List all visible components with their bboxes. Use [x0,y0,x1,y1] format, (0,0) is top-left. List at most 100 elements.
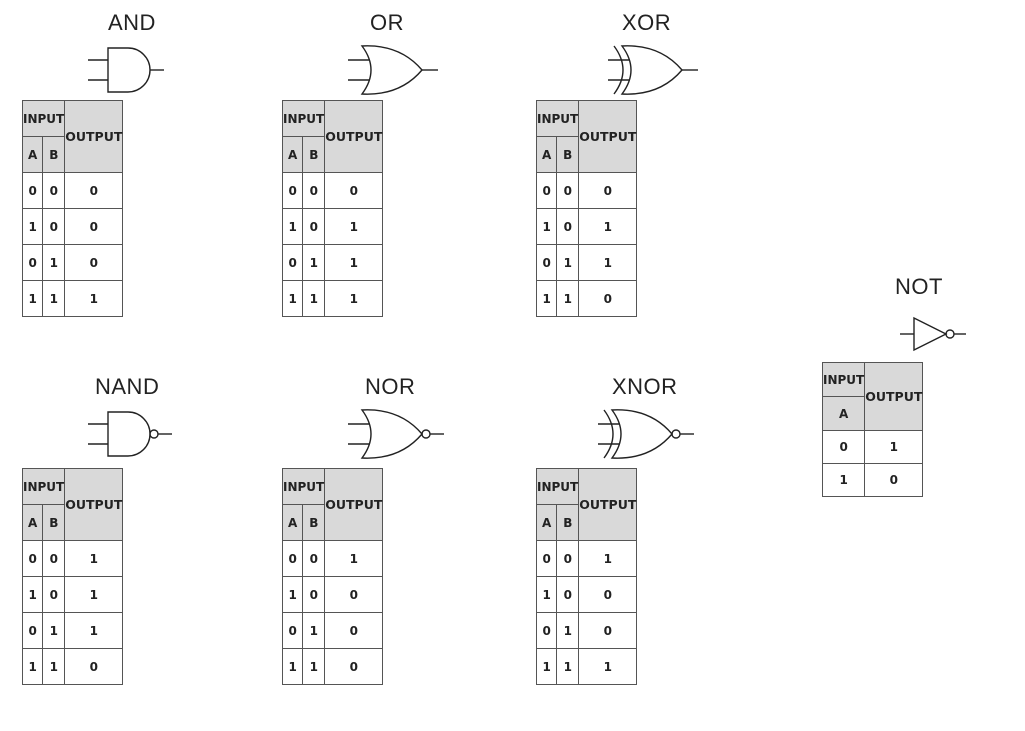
cell-a: 1 [281,280,304,317]
cell-a: 0 [281,540,304,577]
cell-a: 0 [535,540,558,577]
cell-output: 0 [324,576,384,613]
cell-a: 1 [535,576,558,613]
cell-b: 0 [556,540,580,577]
cell-b: 0 [556,172,580,209]
input-header: INPUT [281,468,326,505]
cell-output: 1 [578,208,638,245]
column-a-header: A [535,136,558,173]
cell-a: 1 [21,576,44,613]
nor-gate-title: NOR [365,374,416,399]
output-header: OUTPUT [324,468,384,541]
cell-a: 1 [21,280,44,317]
cell-a: 1 [535,280,558,317]
and-gate-symbol-icon [88,47,164,93]
nand-gate-symbol-icon [88,411,172,457]
cell-b: 1 [302,280,326,317]
cell-b: 0 [302,208,326,245]
cell-b: 1 [302,612,326,649]
column-a-header: A [535,504,558,541]
cell-b: 0 [42,172,66,209]
cell-output: 0 [578,280,638,317]
cell-b: 1 [42,244,66,281]
cell-output: 1 [578,244,638,281]
cell-a: 1 [21,208,44,245]
input-header: INPUT [21,100,66,137]
column-a-header: A [281,136,304,173]
and-gate-title: AND [108,10,156,35]
column-b-header: B [42,504,66,541]
input-header: INPUT [821,362,866,397]
cell-output: 1 [64,576,124,613]
cell-a: 1 [281,576,304,613]
cell-b: 0 [302,576,326,613]
output-header: OUTPUT [64,468,124,541]
or-gate-title: OR [370,10,404,35]
cell-output: 1 [864,430,924,464]
column-b-header: B [42,136,66,173]
column-a-header: A [281,504,304,541]
cell-a: 0 [21,244,44,281]
xor-gate-symbol-icon [608,45,698,95]
cell-b: 0 [42,208,66,245]
cell-b: 1 [556,648,580,685]
cell-b: 1 [556,280,580,317]
xnor-gate-title: XNOR [612,374,678,399]
input-header: INPUT [535,468,580,505]
cell-a: 0 [535,172,558,209]
cell-a: 0 [281,244,304,281]
output-header: OUTPUT [324,100,384,173]
cell-output: 0 [64,648,124,685]
or-gate-symbol-icon [348,45,438,95]
cell-a: 0 [21,540,44,577]
cell-output: 1 [324,244,384,281]
output-header: OUTPUT [578,468,638,541]
cell-output: 0 [324,172,384,209]
cell-a: 0 [535,612,558,649]
cell-b: 1 [42,648,66,685]
cell-output: 0 [324,648,384,685]
output-header: OUTPUT [578,100,638,173]
column-b-header: B [302,136,326,173]
cell-b: 1 [556,244,580,281]
cell-a: 0 [281,612,304,649]
cell-output: 0 [324,612,384,649]
input-header: INPUT [281,100,326,137]
cell-a: 1 [535,648,558,685]
xnor-gate-symbol-icon [598,409,694,459]
not-gate-title: NOT [895,274,943,299]
column-b-header: B [302,504,326,541]
cell-b: 0 [556,208,580,245]
cell-output: 0 [64,244,124,281]
cell-b: 0 [302,172,326,209]
cell-output: 1 [324,540,384,577]
cell-output: 0 [578,172,638,209]
cell-a: 1 [535,208,558,245]
cell-a: 0 [21,172,44,209]
nand-gate-title: NAND [95,374,160,399]
cell-output: 0 [578,612,638,649]
